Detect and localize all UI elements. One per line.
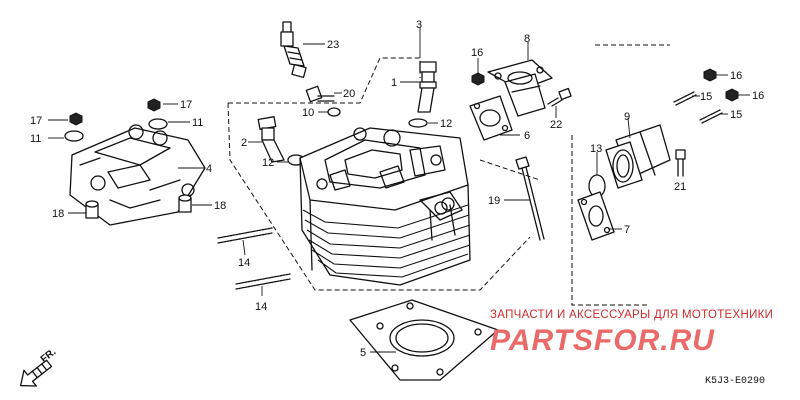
part-label-12-upper: 12 <box>440 118 452 130</box>
part-label-18-right: 18 <box>214 200 226 212</box>
o-ring-12-upper[interactable] <box>408 118 428 128</box>
part-label-16-lower-right: 16 <box>752 90 764 102</box>
part-label-16-upper-right: 16 <box>730 70 742 82</box>
part-label-8: 8 <box>524 33 530 45</box>
part-label-18-left: 18 <box>52 208 64 220</box>
stud-14-upper[interactable] <box>217 227 273 244</box>
part-label-23: 23 <box>327 39 339 51</box>
part-label-15-upper: 15 <box>700 91 712 103</box>
stud-bolt-19[interactable] <box>515 156 545 241</box>
part-label-21: 21 <box>674 181 686 193</box>
part-label-13: 13 <box>590 143 602 155</box>
washer-10[interactable] <box>327 107 341 117</box>
cylinder-head-gasket[interactable] <box>349 299 499 381</box>
part-label-7: 7 <box>624 224 630 236</box>
intake-group-outline <box>571 44 670 306</box>
bolt-22[interactable] <box>547 87 572 107</box>
part-label-12-lower: 12 <box>262 157 274 169</box>
front-direction-indicator <box>20 359 53 387</box>
dowel-pin-18-right[interactable] <box>178 194 192 213</box>
stud-15-upper[interactable] <box>673 91 697 106</box>
washer-11-right[interactable] <box>148 118 168 130</box>
part-label-6: 6 <box>524 130 530 142</box>
intake-guide-line <box>479 159 541 181</box>
cylinder-head[interactable] <box>299 127 471 286</box>
bolt-21[interactable] <box>675 149 686 177</box>
nut-16-upper-left[interactable] <box>471 72 485 86</box>
diagram-code: K5J3-E0290 <box>705 376 765 387</box>
front-direction-label: FR. <box>39 346 59 365</box>
nut-16-lower-right[interactable] <box>725 88 739 102</box>
bolt-20[interactable] <box>305 85 335 103</box>
insulator-gasket-6[interactable] <box>469 95 513 141</box>
part-label-16-upper-left: 16 <box>471 47 483 59</box>
watermark-tagline: ЗАПЧАСТИ И АКСЕССУАРЫ ДЛЯ МОТОТЕХНИКИ <box>490 309 773 321</box>
spark-plug[interactable] <box>280 21 307 79</box>
part-label-5: 5 <box>360 347 366 359</box>
part-label-10: 10 <box>302 107 314 119</box>
valve-guide-2[interactable] <box>257 116 285 163</box>
part-label-9: 9 <box>624 111 630 123</box>
nut-17-right[interactable] <box>147 98 161 112</box>
nut-17-left[interactable] <box>69 112 83 126</box>
intake-gasket-7[interactable] <box>577 191 615 241</box>
nut-16-upper-right[interactable] <box>703 68 717 82</box>
washer-11-left[interactable] <box>64 130 84 142</box>
part-label-17-left: 17 <box>30 115 42 127</box>
part-label-1: 1 <box>391 77 397 89</box>
part-label-11-right: 11 <box>192 117 203 129</box>
stud-15-lower[interactable] <box>699 109 723 124</box>
rocker-arm-holder[interactable] <box>69 124 206 226</box>
part-label-11-left: 11 <box>30 133 41 145</box>
part-label-14-lower: 14 <box>255 301 267 313</box>
part-label-17-right: 17 <box>180 99 192 111</box>
part-label-2: 2 <box>241 137 247 149</box>
dowel-pin-18-left[interactable] <box>85 200 99 219</box>
part-label-19: 19 <box>488 195 500 207</box>
intake-insulator-8[interactable] <box>487 59 553 117</box>
part-label-15-lower: 15 <box>730 109 742 121</box>
part-label-22: 22 <box>550 119 562 131</box>
stud-14-lower[interactable] <box>235 273 291 290</box>
valve-guide-1[interactable] <box>417 61 437 113</box>
part-label-20: 20 <box>343 88 355 100</box>
watermark-brand: PARTSFOR.RU <box>490 324 715 357</box>
part-label-3: 3 <box>416 19 422 31</box>
part-label-14-upper: 14 <box>238 257 250 269</box>
intake-pipe-9[interactable] <box>605 124 671 189</box>
part-label-4: 4 <box>206 163 212 175</box>
